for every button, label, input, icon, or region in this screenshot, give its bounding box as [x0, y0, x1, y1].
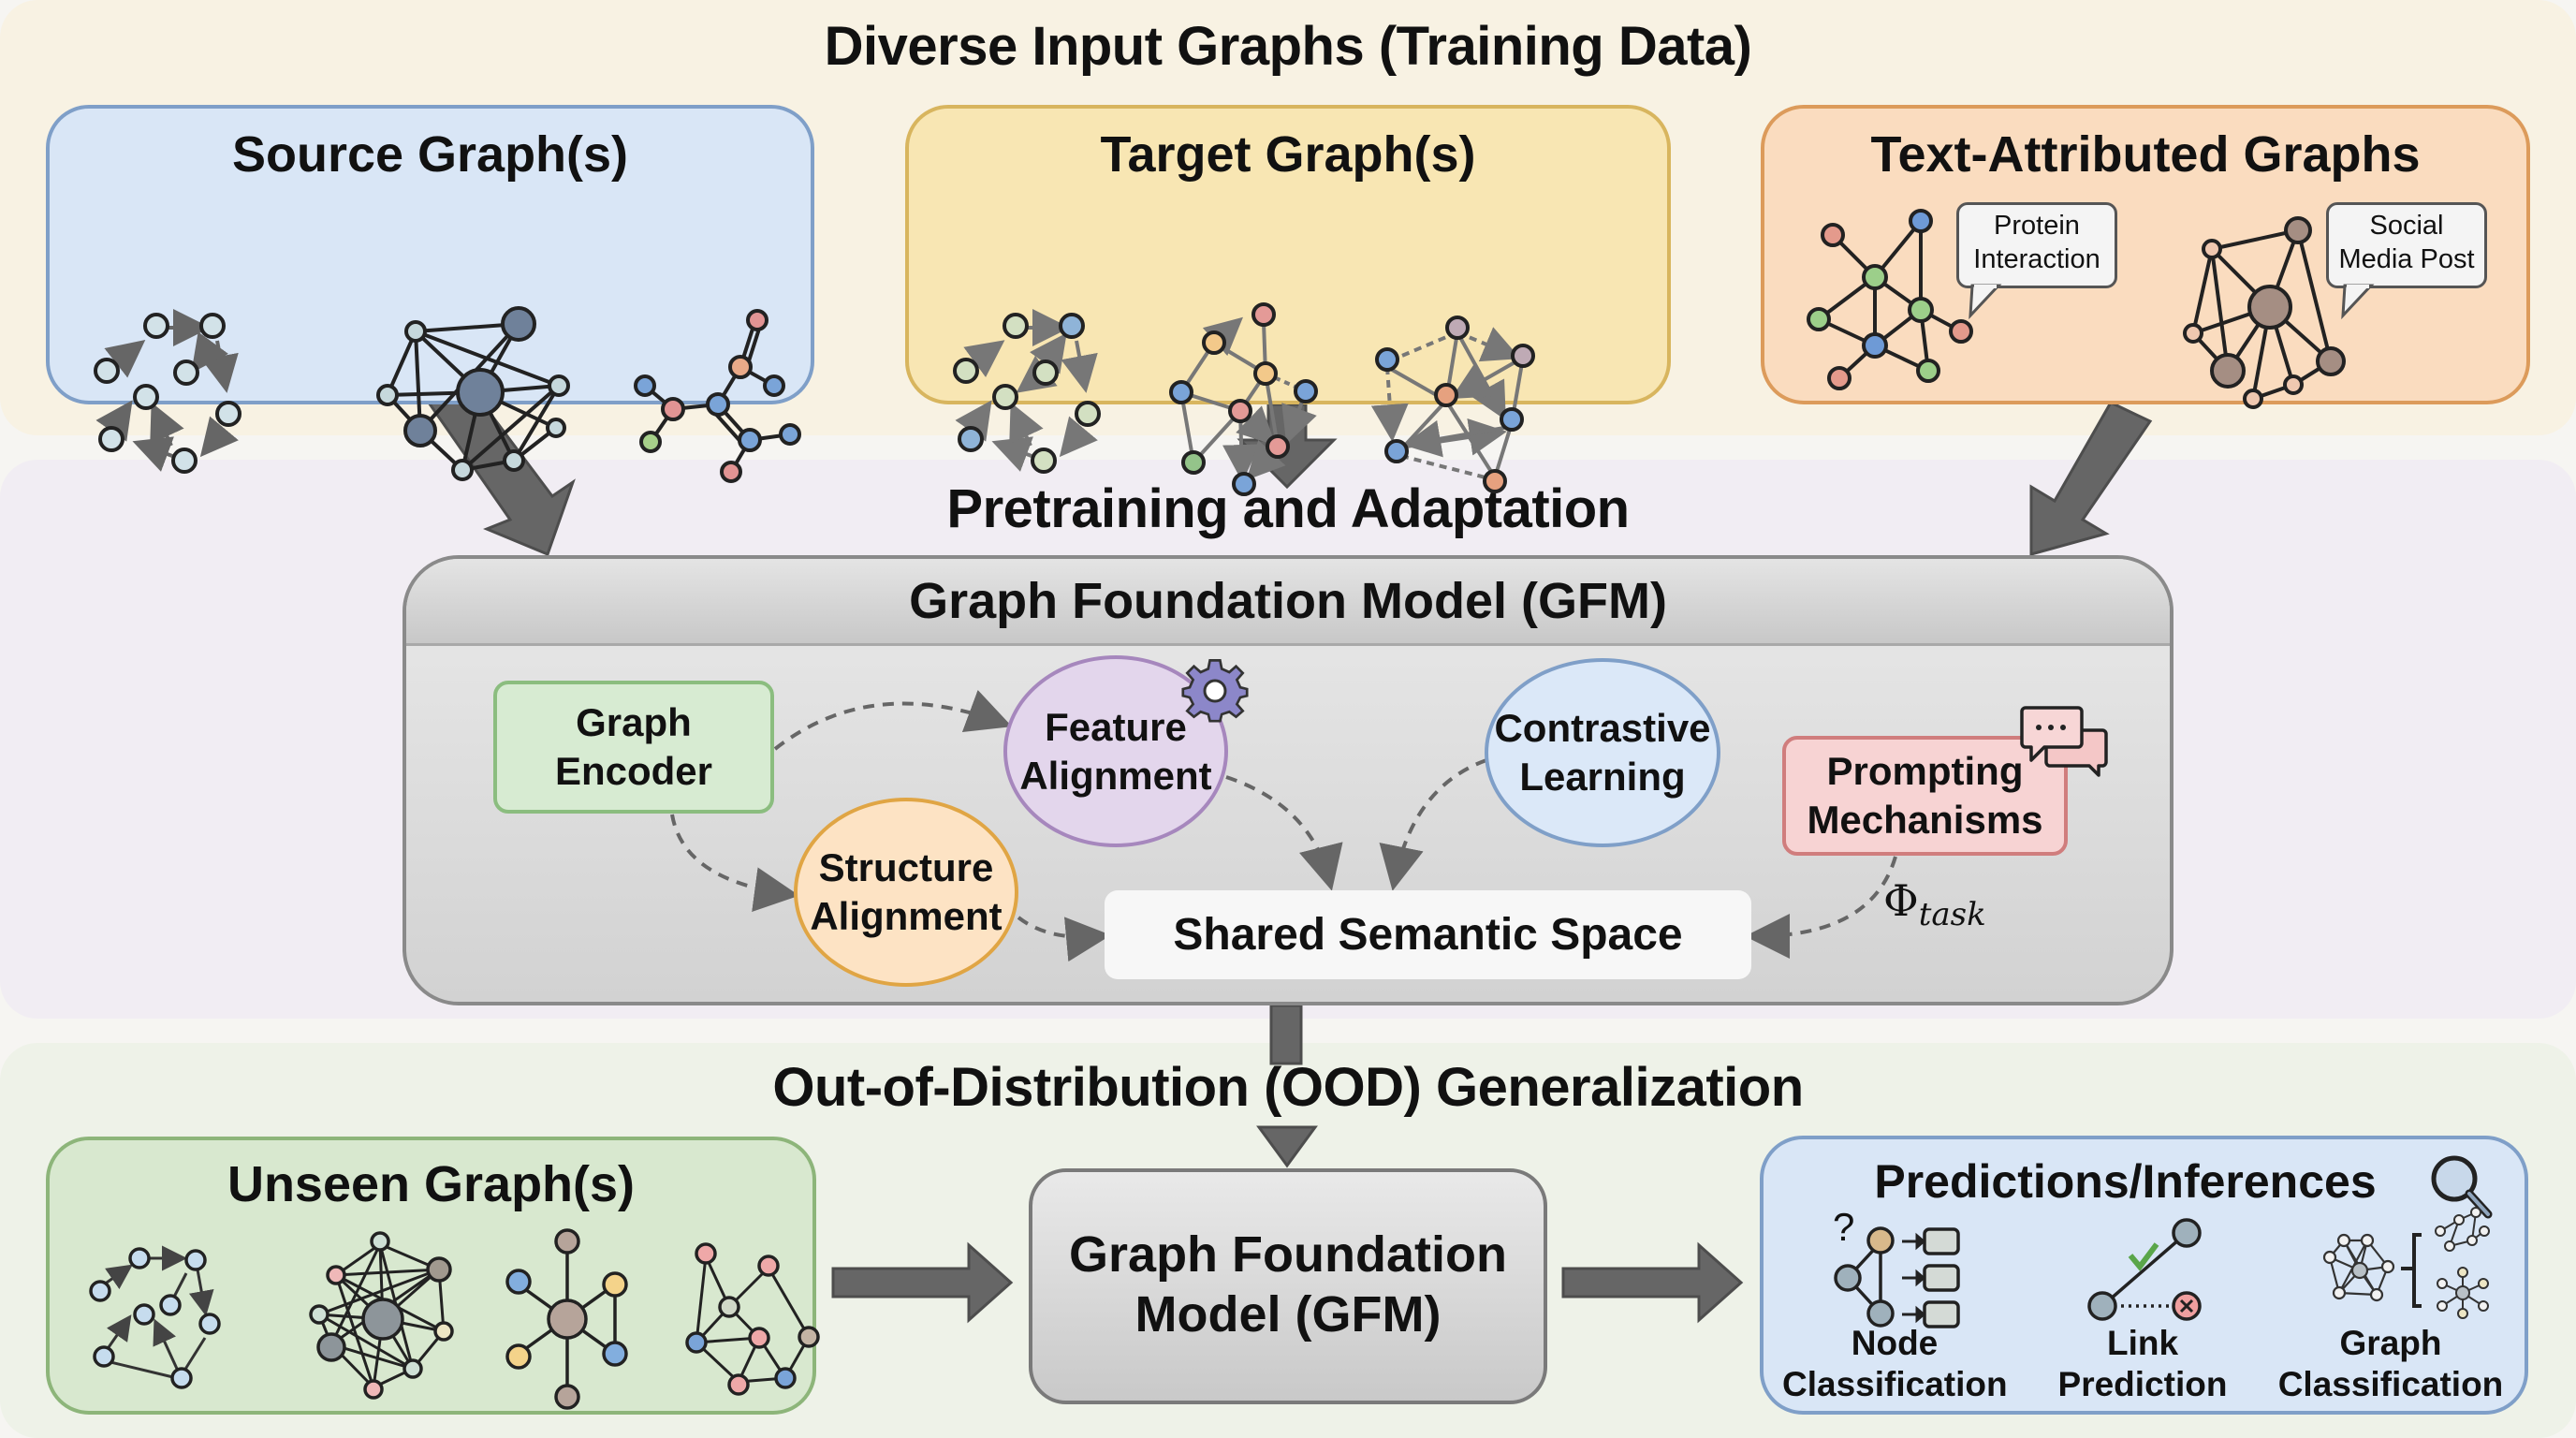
- pretraining-section-title: Pretraining and Adaptation: [946, 478, 1630, 539]
- connector-encoder-to-feature: [773, 689, 1013, 751]
- bubble-line: Interaction: [1973, 244, 2100, 274]
- link-prediction-icon: [2087, 1218, 2202, 1321]
- predictions-title: Predictions/Inferences: [1874, 1155, 2377, 1208]
- label-line: Graph Foundation: [1069, 1226, 1507, 1283]
- label-line: Graph: [576, 700, 692, 744]
- unseen-graph-title: Unseen Graph(s): [227, 1156, 636, 1212]
- arrow-gfm-to-ood-head: [1256, 1125, 1318, 1168]
- label-line: Feature: [1045, 704, 1187, 749]
- chat-bubbles-icon: [2020, 706, 2108, 777]
- connector-feature-to-shared: [1225, 775, 1343, 891]
- graph-classification-icon: [2322, 1207, 2490, 1319]
- connector-contrastive-to-shared: [1379, 758, 1487, 891]
- bubble-line: Social: [2369, 211, 2444, 241]
- target-graph-title: Target Graph(s): [1100, 126, 1476, 183]
- target-graph-illustrations: [953, 302, 1535, 496]
- connector-encoder-to-structure: [670, 814, 799, 912]
- label-line: Alignment: [1019, 753, 1212, 798]
- task-line: Prediction: [2057, 1365, 2228, 1403]
- arrow-tag-to-gfm: [2029, 401, 2153, 556]
- source-graph-box: Source Graph(s): [46, 105, 814, 483]
- protein-interaction-bubble: Protein Interaction: [1956, 202, 2117, 288]
- bubble-tail: [1969, 284, 2002, 320]
- label-line: Mechanisms: [1807, 798, 2043, 842]
- gfm-header: [406, 559, 2170, 646]
- checkmark-icon: [2128, 1242, 2159, 1271]
- text-attributed-graphs-box: Text-Attributed Graphs Protein Interacti…: [1761, 105, 2530, 409]
- task-line: Classification: [2277, 1365, 2504, 1403]
- phi-symbol: Φ: [1883, 875, 1919, 926]
- label-line: Alignment: [810, 894, 1003, 938]
- protein-graph: [1807, 209, 1973, 390]
- node-classification-icon: [1834, 1226, 1960, 1328]
- social-media-post-bubble: Social Media Post: [2326, 202, 2487, 288]
- label-line: Contrastive: [1494, 706, 1711, 750]
- label-line: Prompting: [1826, 749, 2024, 793]
- gear-icon: [1181, 659, 1249, 723]
- target-graph-box: Target Graph(s): [905, 105, 1671, 496]
- question-mark: ?: [1833, 1205, 1855, 1249]
- phi-task-label: Φtask: [1883, 875, 1986, 933]
- phi-subscript: task: [1918, 896, 1986, 934]
- source-graph-title: Source Graph(s): [231, 126, 629, 183]
- task-line: Link: [2106, 1324, 2179, 1362]
- label-line: Structure: [818, 845, 994, 889]
- arrow-gfm-to-predictions: [1561, 1241, 1744, 1324]
- task-graph-classification: Graph Classification: [2269, 1323, 2512, 1405]
- bubble-tail: [2341, 284, 2375, 320]
- magnifier-icon: [2431, 1155, 2493, 1219]
- task-line: Graph: [2339, 1324, 2442, 1362]
- task-link-prediction: Link Prediction: [2044, 1323, 2241, 1405]
- label-line: Model (GFM): [1134, 1286, 1442, 1343]
- gfm-title: Graph Foundation Model (GFM): [909, 573, 1667, 629]
- ood-section-title: Out-of-Distribution (OOD) Generalization: [772, 1057, 1804, 1118]
- gfm-model-label: Graph Foundation Model (GFM): [1032, 1225, 1544, 1344]
- connector-prompting-to-shared: [1745, 856, 1897, 959]
- predictions-box: Predictions/Inferences ?: [1760, 1136, 2528, 1415]
- task-node-classification: Node Classification: [1782, 1323, 2008, 1405]
- bubble-line: Protein: [1994, 211, 2080, 241]
- task-line: Node: [1851, 1324, 1939, 1362]
- unseen-graph-box: Unseen Graph(s): [46, 1137, 820, 1415]
- label-line: Encoder: [554, 749, 713, 793]
- input-section-title: Diverse Input Graphs (Training Data): [824, 16, 1752, 77]
- source-graph-illustrations: [94, 306, 801, 483]
- social-graph: [2183, 216, 2346, 409]
- label-line: Learning: [1519, 755, 1686, 799]
- arrow-unseen-to-gfm: [831, 1241, 1014, 1324]
- shared-semantic-space: Shared Semantic Space: [1105, 890, 1751, 979]
- arrow-gfm-stem: [1269, 1004, 1303, 1065]
- gfm-model-box: Graph Foundation Model (GFM): [1029, 1168, 1547, 1404]
- unseen-graph-illustrations: [89, 1228, 820, 1410]
- task-line: Classification: [1782, 1365, 2008, 1403]
- text-attributed-graphs-title: Text-Attributed Graphs: [1870, 126, 2421, 183]
- bubble-line: Media Post: [2338, 244, 2475, 274]
- connector-structure-to-shared: [1017, 916, 1111, 962]
